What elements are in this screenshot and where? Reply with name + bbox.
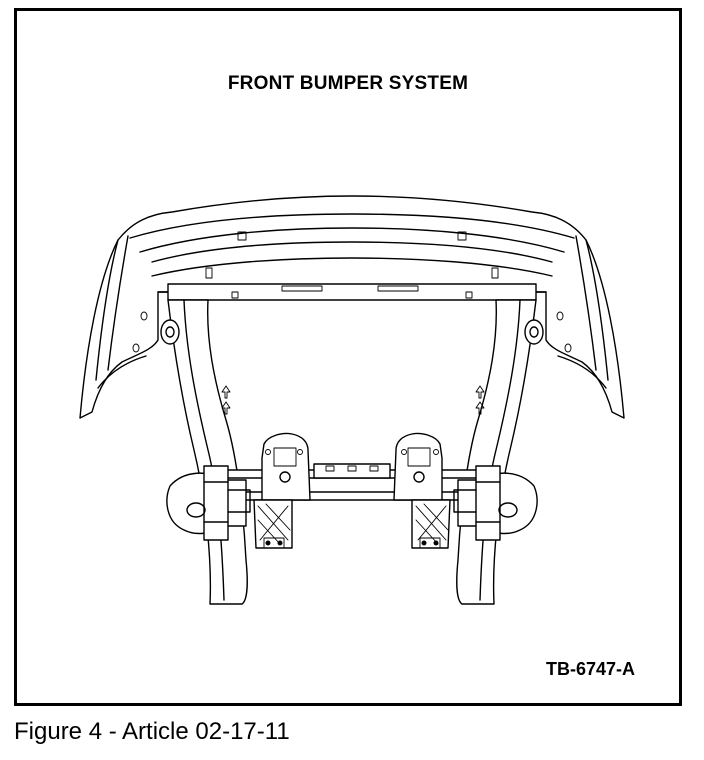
left-up-arrows <box>221 385 231 415</box>
cross-member <box>215 463 489 501</box>
bumper-system-illustration <box>79 195 625 605</box>
left-crush-can <box>166 465 251 541</box>
reference-code: TB-6747-A <box>545 659 635 679</box>
right-up-arrows <box>475 385 485 415</box>
figure-caption: Figure 4 - Article 02-17-11 <box>14 718 290 745</box>
left-lower-brace <box>253 499 293 549</box>
right-mount-bracket <box>393 432 443 501</box>
right-frame-rail <box>456 299 544 605</box>
left-mount-bracket <box>261 432 311 501</box>
right-lower-brace <box>411 499 451 549</box>
left-frame-rail <box>160 299 248 605</box>
right-crush-can <box>453 465 538 541</box>
figure-frame: FRONT BUMPER SYSTEM TB-6747-A <box>14 8 682 706</box>
figure-title: FRONT BUMPER SYSTEM <box>227 73 469 94</box>
bumper-cover <box>79 195 625 419</box>
upper-beam <box>167 283 537 301</box>
